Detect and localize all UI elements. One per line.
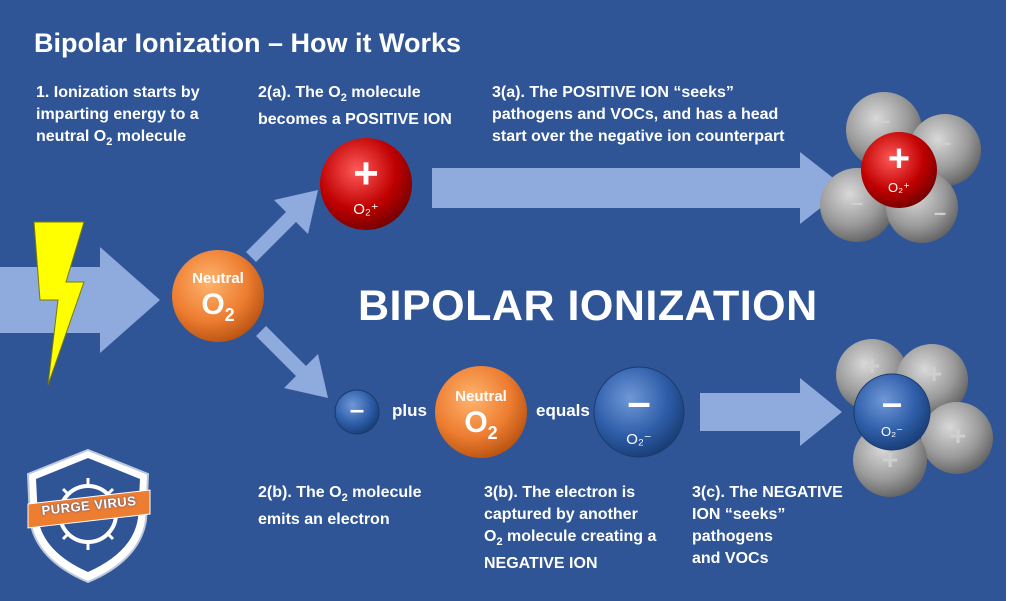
- ion-label: O₂⁻: [880, 424, 904, 439]
- neutral-o2-molecule: [172, 250, 264, 342]
- caption-text: molecule: [347, 484, 422, 501]
- pathogen-cluster-top: [820, 92, 981, 243]
- caption-line: becomes a POSITIVE ION: [258, 111, 452, 129]
- pathogen: [921, 402, 993, 474]
- negative-ion: [593, 366, 685, 458]
- pathogen-sign: –: [850, 190, 864, 215]
- o2-label: O2: [172, 288, 264, 326]
- caption-line: ION “seeks”: [692, 506, 786, 523]
- plus-sign: +: [353, 149, 379, 198]
- caption-line: 3(b). The electron is: [484, 484, 636, 501]
- caption-line: 2(a). The O2 molecule: [258, 82, 478, 109]
- caption-text: O: [484, 528, 497, 545]
- caption-step2b: 2(b). The O2 molecule emits an electron: [258, 482, 458, 531]
- electron: [334, 389, 380, 435]
- caption-line: pathogens and VOCs, and has a head: [492, 106, 779, 123]
- caption-text: molecule: [112, 128, 187, 145]
- subscript: 2: [106, 136, 113, 149]
- arrow-to-electron: [256, 326, 328, 398]
- neutral-label: Neutral: [455, 388, 507, 405]
- subscript: 2: [340, 92, 347, 105]
- positive-ion-captured: [861, 132, 937, 208]
- caption-step3a: 3(a). The POSITIVE ION “seeks” pathogens…: [492, 82, 822, 148]
- input-arrow: [0, 247, 160, 353]
- caption-line: and VOCs: [692, 550, 769, 567]
- page-title: Bipolar Ionization – How it Works: [34, 28, 462, 58]
- pathogen-sign: +: [863, 350, 881, 381]
- minus-sign: –: [627, 378, 651, 425]
- caption-line: 2(b). The O2 molecule: [258, 482, 458, 509]
- subscript: 2: [224, 305, 235, 325]
- positive-ion: [320, 138, 412, 230]
- caption-line: 1. Ionization starts by: [36, 84, 200, 101]
- caption-line: 3(c). The NEGATIVE: [692, 484, 843, 501]
- pathogen-sign: –: [877, 108, 891, 133]
- o-symbol: O: [464, 406, 488, 439]
- caption-step3b: 3(b). The electron is captured by anothe…: [484, 482, 684, 575]
- ion-label: O₂⁺: [353, 201, 379, 218]
- subscript: 2: [341, 492, 348, 505]
- subscript: 2: [496, 536, 503, 549]
- positive-ion-arrow: [432, 152, 846, 224]
- minus-sign: –: [349, 394, 365, 424]
- caption-line: NEGATIVE ION: [484, 555, 598, 573]
- purge-virus-logo: [26, 448, 151, 584]
- minus-sign: –: [881, 382, 903, 423]
- equals-word: equals: [536, 401, 590, 420]
- neutral-label: Neutral: [192, 270, 244, 287]
- plus-word: plus: [392, 401, 427, 420]
- pathogen-sign: +: [925, 358, 943, 389]
- pathogen-sign: +: [881, 444, 899, 475]
- ion-label: O₂⁺: [887, 180, 911, 195]
- ion-label: O₂⁻: [626, 431, 652, 448]
- caption-line: captured by another: [484, 506, 638, 523]
- caption-text: molecule creating a: [502, 528, 657, 545]
- pathogen-sign: +: [949, 420, 967, 451]
- caption-text: neutral O: [36, 128, 107, 145]
- caption-line: imparting energy to a: [36, 106, 199, 123]
- caption-line: O2 molecule creating a: [484, 526, 684, 553]
- neutral-o2-molecule-2: [435, 366, 527, 458]
- pathogen-cluster-bottom: [836, 339, 993, 497]
- caption-line: start over the negative ion counterpart: [492, 128, 785, 145]
- center-label: BIPOLAR IONIZATION: [358, 282, 818, 330]
- o2-label: O2: [435, 406, 527, 444]
- pathogen-sign: –: [933, 200, 947, 225]
- caption-step3c: 3(c). The NEGATIVE ION “seeks” pathogens…: [692, 482, 852, 570]
- caption-text: molecule: [346, 84, 421, 101]
- caption-line: neutral O2 molecule: [36, 126, 236, 153]
- o-symbol: O: [201, 288, 225, 321]
- negative-ion-captured: [853, 373, 931, 451]
- plus-sign: +: [887, 138, 911, 180]
- caption-step1: 1. Ionization starts by imparting energy…: [36, 82, 236, 153]
- lightning-bolt-icon: [33, 221, 85, 386]
- pathogen-sign: –: [938, 130, 952, 155]
- arrow-to-positive: [246, 190, 318, 262]
- subscript: 2: [487, 423, 498, 443]
- caption-line: emits an electron: [258, 511, 390, 529]
- caption-line: pathogens: [692, 528, 773, 545]
- negative-ion-arrow: [700, 378, 842, 446]
- caption-text: 2(b). The O: [258, 484, 342, 501]
- caption-text: 2(a). The O: [258, 84, 341, 101]
- caption-line: 3(a). The POSITIVE ION “seeks”: [492, 84, 734, 101]
- caption-step2a: 2(a). The O2 molecule becomes a POSITIVE…: [258, 82, 478, 131]
